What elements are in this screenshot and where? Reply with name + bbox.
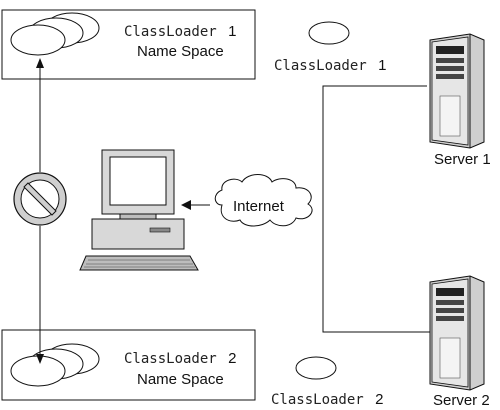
svg-text:ClassLoader 1: ClassLoader 1 [274, 57, 387, 74]
download-arrow [181, 200, 210, 210]
name-space-1-label: Name Space [137, 43, 224, 60]
name-space-2-box: ClassLoader 2 Name Space [1, 329, 256, 401]
remote-loader-1-number: 1 [378, 57, 386, 74]
cloud-icon: Internet [214, 174, 313, 227]
server-2-label: Server 2 [433, 392, 490, 409]
remote-loader-1-label: ClassLoader [274, 58, 367, 74]
name-space-1-loader-number: 1 [228, 23, 236, 40]
svg-text:ClassLoader 2: ClassLoader 2 [271, 391, 384, 408]
name-space-1-loader-label: ClassLoader [124, 24, 217, 40]
remote-classloader-2: ClassLoader 2 [271, 356, 384, 408]
server-2: Server 2 [429, 275, 490, 409]
desktop-computer-icon [79, 149, 199, 271]
name-space-separation-arrow [36, 58, 44, 364]
remote-loader-2-label: ClassLoader [271, 392, 364, 408]
svg-text:ClassLoader 2: ClassLoader 2 [124, 350, 237, 367]
name-space-2-loader-number: 2 [228, 350, 236, 367]
remote-loader-2-number: 2 [375, 391, 383, 408]
tower-server-icon [429, 33, 485, 149]
svg-text:ClassLoader 1: ClassLoader 1 [124, 23, 237, 40]
name-space-2-loader-label: ClassLoader [124, 351, 217, 367]
tower-server-icon [429, 275, 485, 391]
name-space-2-label: Name Space [137, 371, 224, 388]
server-network-lines [322, 85, 431, 333]
no-entry-icon [13, 172, 67, 226]
internet-label: Internet [233, 198, 285, 215]
class-ellipses-icon [10, 12, 100, 56]
server-1-label: Server 1 [434, 151, 491, 168]
remote-classloader-1: ClassLoader 1 [274, 21, 387, 74]
name-space-1-box: ClassLoader 1 Name Space [1, 9, 256, 80]
server-1: Server 1 [429, 33, 491, 168]
